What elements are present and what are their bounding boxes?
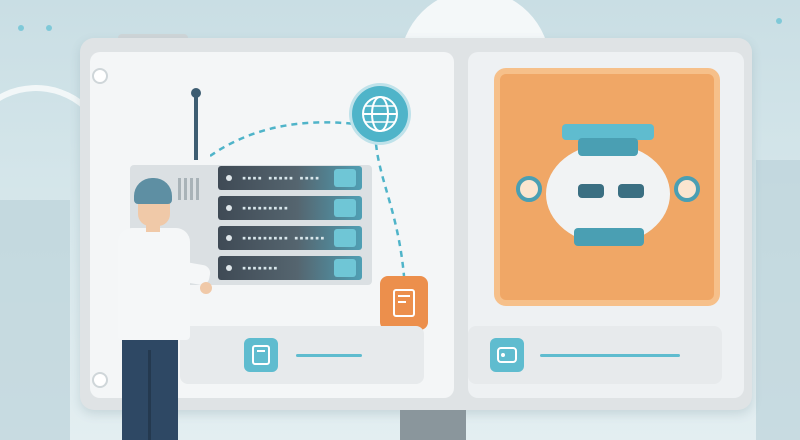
device-icon[interactable] (380, 276, 428, 330)
server-unit[interactable]: ▪▪▪▪▪▪▪▪▪ ▪▪▪▪▪▪ (218, 226, 362, 250)
person-neck (146, 222, 160, 232)
server-unit[interactable]: ▪▪▪▪ ▪▪▪▪▪ ▪▪▪▪ (218, 166, 362, 190)
robot-antenna-base (578, 138, 638, 156)
robot-mouth (574, 228, 644, 246)
decor-dot (776, 18, 782, 24)
progress-line (296, 354, 362, 357)
server-label: ▪▪▪▪ ▪▪▪▪▪ ▪▪▪▪ (242, 174, 321, 182)
server-label: ▪▪▪▪▪▪▪▪▪ (242, 204, 289, 212)
connection-line (210, 121, 356, 158)
decor-dot (18, 25, 24, 31)
globe-icon[interactable] (352, 86, 408, 142)
server-icon[interactable] (244, 338, 278, 372)
server-unit[interactable]: ▪▪▪▪▪▪▪ (218, 256, 362, 280)
status-led (226, 205, 232, 211)
robot-ear (674, 176, 700, 202)
person-hand (200, 282, 212, 294)
person-body (118, 228, 190, 340)
gear-icon (334, 169, 356, 187)
background-building (756, 160, 800, 440)
robot-eye (578, 184, 604, 198)
connection-line-down (374, 143, 406, 277)
antenna-head (191, 88, 201, 98)
status-led (226, 175, 232, 181)
robot-icon[interactable] (546, 144, 670, 244)
screw (92, 372, 108, 388)
monitor-stand (400, 410, 466, 440)
progress-line (540, 354, 680, 357)
rack-vents (178, 178, 208, 202)
status-led (226, 235, 232, 241)
server-label: ▪▪▪▪▪▪▪ (242, 264, 279, 272)
server-label: ▪▪▪▪▪▪▪▪▪ ▪▪▪▪▪▪ (242, 234, 326, 242)
gear-icon (334, 199, 356, 217)
person-cap (134, 178, 172, 204)
antenna-pole (194, 90, 198, 160)
robot-antenna-top (562, 124, 654, 140)
gear-icon (334, 259, 356, 277)
cloud-icon[interactable] (490, 338, 524, 372)
gear-icon (334, 229, 356, 247)
person-legs-gap (148, 350, 151, 440)
server-unit[interactable]: ▪▪▪▪▪▪▪▪▪ (218, 196, 362, 220)
robot-eye (618, 184, 644, 198)
status-led (226, 265, 232, 271)
decor-dot (46, 25, 52, 31)
background-building (0, 200, 70, 440)
screw (92, 68, 108, 84)
robot-ear (516, 176, 542, 202)
